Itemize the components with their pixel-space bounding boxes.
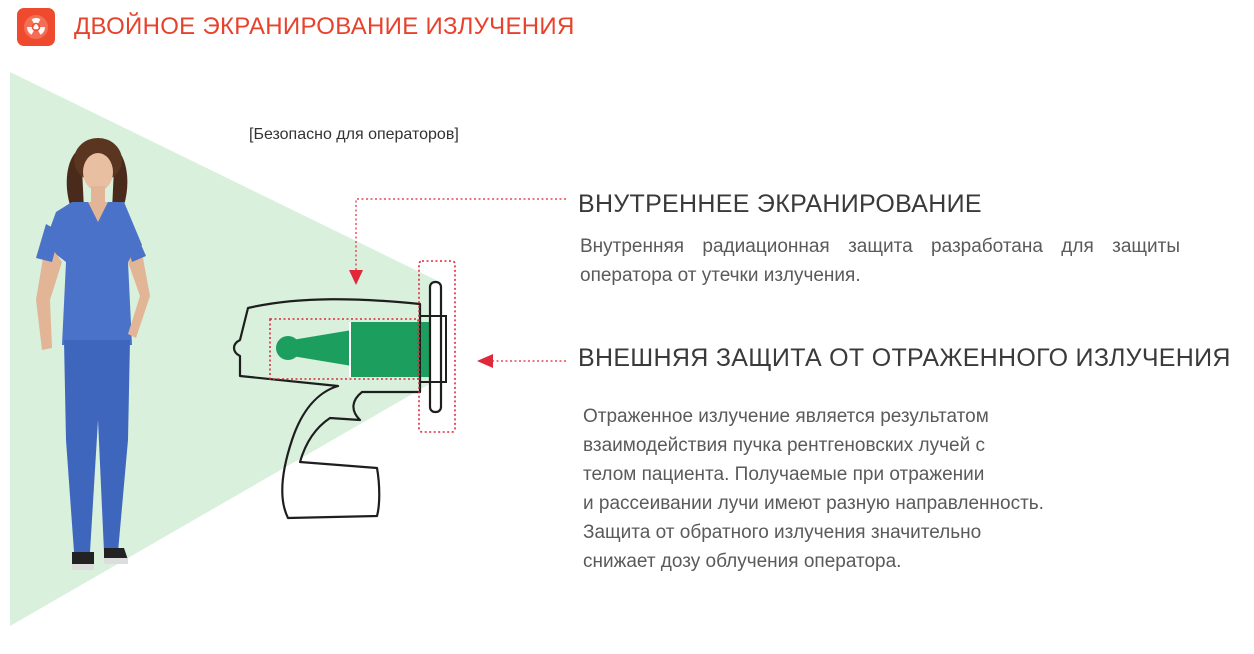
outer-shield-marker (418, 260, 456, 433)
inner-shield-leader (355, 198, 566, 270)
outer-shield-arrow (477, 354, 493, 368)
beam-collimator (350, 322, 442, 377)
inner-shielding-heading: ВНУТРЕННЕЕ ЭКРАНИРОВАНИЕ (578, 190, 982, 218)
safe-zone-caption: [Безопасно для операторов] (249, 126, 459, 143)
inner-shield-marker (269, 318, 419, 380)
backscatter-shield-plate (428, 280, 443, 414)
radiation-badge (17, 8, 55, 46)
page-title: ДВОЙНОЕ ЭКРАНИРОВАНИЕ ИЗЛУЧЕНИЯ (74, 13, 575, 40)
outer-shielding-description: Отраженное излучение является результато… (583, 406, 1044, 572)
outer-shielding-heading: ВНЕШНЯЯ ЗАЩИТА ОТ ОТРАЖЕННОГО ИЗЛУЧЕНИЯ (578, 344, 1231, 372)
device-outline (232, 298, 422, 520)
operator-figure (36, 138, 150, 570)
beam-cone (292, 330, 352, 366)
inner-shield-arrow (349, 270, 363, 285)
page-header: ДВОЙНОЕ ЭКРАНИРОВАНИЕ ИЗЛУЧЕНИЯ (17, 5, 575, 49)
radiation-icon (24, 15, 48, 39)
inner-shielding-description: Внутренняя радиационная защита разработа… (580, 236, 1180, 286)
